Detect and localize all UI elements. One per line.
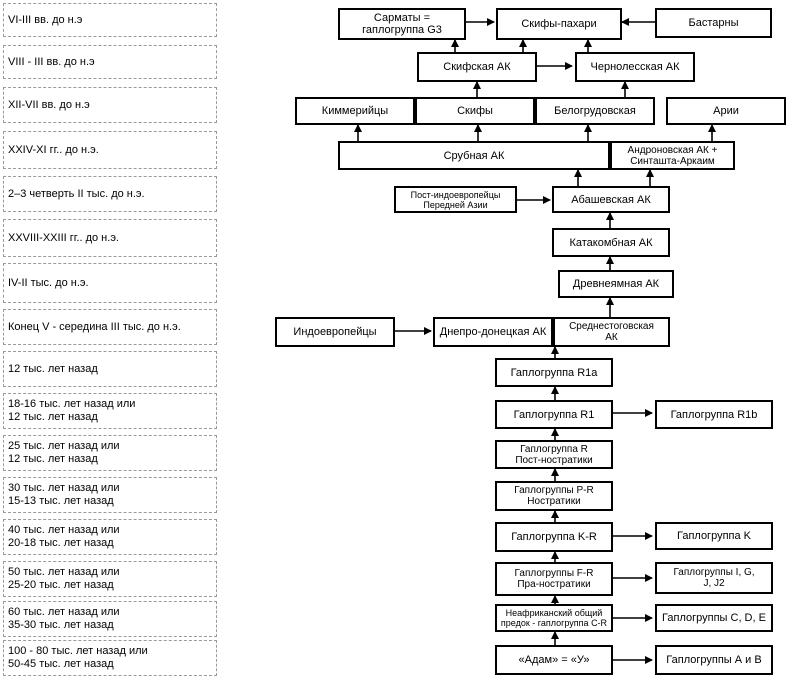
node-katakombnaya-ak: Катакомбная АК [552,228,670,257]
period-40k: 40 тыс. лет назад или 20-18 тыс. лет наз… [3,519,217,555]
node-haplogroup-f-r: Гаплогруппы F-R Пра-ностратики [495,562,613,596]
period-100-80k: 100 - 80 тыс. лет назад или 50-45 тыс. л… [3,640,217,676]
node-haplogroup-r: Гаплогруппа R Пост-ностратики [495,440,613,469]
node-dnepro-donetskaya-ak: Днепро-донецкая АК [433,317,553,347]
node-skifskaya-ak: Скифская АК [417,52,537,82]
node-indoevropeytsy: Индоевропейцы [275,317,395,347]
node-sarmaty: Сарматы = гаплогруппа G3 [338,8,466,40]
node-haplogroups-a-b: Гаплогруппы А и В [655,645,773,675]
node-skify-pahari: Скифы-пахари [496,8,622,40]
period-vi-iii-bc: VI-III вв. до н.э [3,3,217,37]
node-haplogroup-c-r: Неафриканский общий предок - гаплогруппа… [495,604,613,632]
period-30k: 30 тыс. лет назад или 15-13 тыс. лет наз… [3,477,217,513]
node-adam: «Адам» = «У» [495,645,613,675]
node-abashevskaya-ak: Абашевская АК [552,186,670,213]
period-60k: 60 тыс. лет назад или 35-30 тыс. лет наз… [3,601,217,637]
period-xxviii-xxiii-bc: XXVIII-XXIII гг.. до н.э. [3,219,217,257]
period-end-v-mid-iii: Конец V - середина III тыс. до н.э. [3,309,217,345]
node-haplogroup-p-r: Гаплогруппы P-R Ностратики [495,481,613,511]
node-haplogroups-c-d-e: Гаплогруппы C, D, E [655,604,773,632]
period-25k: 25 тыс. лет назад или 12 тыс. лет назад [3,435,217,471]
node-haplogroup-r1a: Гаплогруппа R1a [495,358,613,387]
node-belogrudovskaya: Белогрудовская [535,97,655,125]
node-haplogroup-r1: Гаплогруппа R1 [495,400,613,429]
node-haplogroup-r1b: Гаплогруппа R1b [655,400,773,429]
period-xxiv-xi-bc: XXIV-XI гг.. до н.э. [3,131,217,169]
period-iv-ii-mill: IV-II тыс. до н.э. [3,263,217,303]
node-srednestogovskaya-ak: Среднестоговская АК [553,317,670,347]
node-andronovskaya-ak: Андроновская АК + Синташта-Аркаим [610,141,735,170]
node-haplogroup-k: Гаплогруппа K [655,522,773,550]
node-kimmeriytsy: Киммерийцы [295,97,415,125]
node-post-indoevropeytsy: Пост-индоевропейцы Передней Азии [394,186,517,213]
node-haplogroup-i-g-j: Гаплогруппы I, G, J, J2 [655,562,773,594]
node-chernolesskaya-ak: Чернолесская АК [575,52,695,82]
period-50k: 50 тыс. лет назад или 25-20 тыс. лет наз… [3,561,217,597]
node-skify: Скифы [415,97,535,125]
node-drevneyamnaya-ak: Древнеямная АК [558,270,674,298]
node-bastarny: Бастарны [655,8,772,38]
node-haplogroup-k-r: Гаплогруппа K-R [495,522,613,552]
period-2-3-quarter-ii-mill: 2–3 четверть II тыс. до н.э. [3,176,217,212]
period-18-16k: 18-16 тыс. лет назад или 12 тыс. лет наз… [3,393,217,429]
period-12k: 12 тыс. лет назад [3,351,217,387]
period-viii-iii-bc: VIII - III вв. до н.э [3,45,217,79]
node-arii: Арии [666,97,786,125]
period-xii-vii-bc: XII-VII вв. до н.э [3,87,217,123]
node-srubnaya-ak: Срубная АК [338,141,610,170]
